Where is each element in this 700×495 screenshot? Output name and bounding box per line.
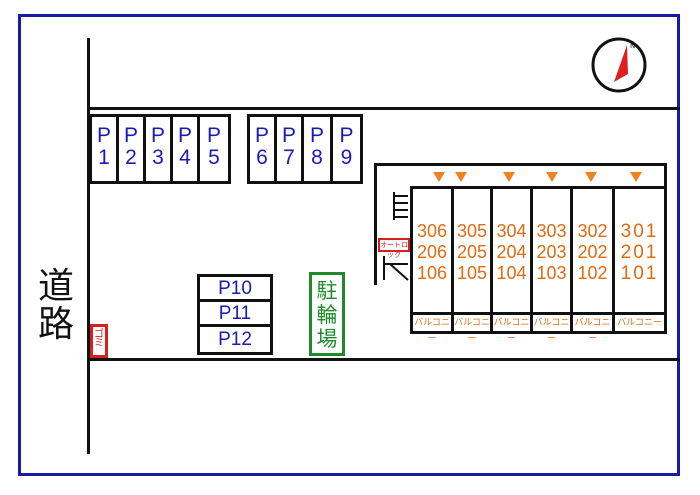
bike-label-char-2: 輪 (316, 303, 338, 327)
north-compass-icon: N (591, 37, 647, 93)
unit-numbers: 306 206 106 (413, 221, 451, 284)
parking-p1-p: P (96, 124, 111, 147)
parking-space-p12: P12 (197, 324, 273, 355)
bike-label-char-1: 駐 (316, 279, 338, 303)
site-top-boundary (87, 107, 680, 110)
balcony: バルコニー (612, 312, 667, 334)
parking-p8-p: P (309, 124, 324, 147)
parking-p2-p: P (123, 124, 138, 147)
balcony: バルコニー (530, 312, 573, 344)
unit-203: 203 (536, 242, 567, 262)
unit-numbers: 302 202 102 (573, 221, 612, 284)
parking-p9-p: P (339, 124, 354, 147)
parking-space-p10: P10 (197, 274, 273, 302)
unit-numbers: 303 203 103 (533, 221, 570, 284)
unit-303: 303 (536, 221, 567, 241)
building-left-wall (374, 163, 377, 285)
unit-305: 305 (456, 221, 488, 241)
road-label-char-1: 道 (37, 266, 74, 307)
unit-numbers: 301 201 101 (615, 221, 664, 284)
unit-numbers: 305 205 105 (454, 221, 490, 284)
entrance-marker-304 (503, 172, 515, 182)
unit-103: 103 (536, 263, 567, 283)
entrance-marker-301 (630, 172, 642, 182)
bike-label-char-3: 場 (316, 327, 338, 351)
parking-p4-n: 4 (179, 146, 191, 169)
parking-p8-n: 8 (311, 146, 323, 169)
unit-206: 206 (416, 242, 448, 262)
autolock-entrance: オートロック (378, 238, 410, 259)
parking-p3-p: P (150, 124, 165, 147)
unit-306: 306 (416, 221, 448, 241)
building-top-wall (374, 163, 667, 166)
unit-202: 202 (577, 242, 608, 262)
site-bottom-boundary (87, 358, 680, 361)
road-edge-line (87, 38, 90, 454)
unit-105: 105 (456, 263, 488, 283)
entrance-marker-306 (433, 172, 445, 182)
parking-p6-p: P (254, 124, 269, 147)
balcony: バルコニー (410, 312, 454, 344)
parking-p9-n: 9 (340, 146, 353, 169)
parking-p7-p: P (281, 124, 296, 147)
parking-p5-p: P (206, 124, 221, 147)
unit-101: 101 (620, 263, 659, 284)
unit-numbers: 304 204 104 (493, 221, 530, 284)
bicycle-parking: 駐 輪 場 (309, 272, 345, 356)
unit-302: 302 (577, 221, 608, 241)
unit-301: 301 (620, 221, 659, 242)
unit-column-305: 305 205 105 バルコニー (451, 186, 493, 344)
building-right-wall (664, 163, 667, 188)
unit-column-302: 302 202 102 バルコニー (570, 186, 615, 344)
parking-p7-n: 7 (283, 146, 295, 169)
unit-column-304: 304 204 104 バルコニー (490, 186, 533, 344)
stairs-icon (383, 192, 409, 281)
entrance-marker-302 (585, 172, 597, 182)
road-label-char-2: 路 (37, 304, 74, 345)
balcony: バルコニー (490, 312, 533, 344)
parking-p1-n: 1 (98, 146, 110, 169)
parking-p2-n: 2 (125, 146, 137, 169)
unit-205: 205 (456, 242, 488, 262)
entrance-marker-303 (546, 172, 558, 182)
parking-space-p11: P11 (197, 299, 273, 327)
road-label: 道 路 (30, 268, 82, 344)
unit-102: 102 (577, 263, 608, 283)
unit-column-306: 306 206 106 バルコニー (410, 186, 454, 344)
entrance-marker-305 (455, 172, 467, 182)
unit-106: 106 (416, 263, 448, 283)
unit-104: 104 (496, 263, 527, 283)
unit-304: 304 (496, 221, 527, 241)
unit-201: 201 (620, 242, 659, 263)
parking-p4-p: P (177, 124, 192, 147)
parking-p3-n: 3 (152, 146, 164, 169)
map-frame (18, 14, 680, 476)
unit-column-301: 301 201 101 バルコニー (612, 186, 667, 334)
compass-north-label: N (630, 42, 635, 50)
parking-p5-n: 5 (208, 146, 220, 169)
garbage-station: ゴミ (90, 324, 108, 358)
unit-column-303: 303 203 103 バルコニー (530, 186, 573, 344)
balcony: バルコニー (451, 312, 493, 344)
parking-p6-n: 6 (256, 146, 268, 169)
unit-204: 204 (496, 242, 527, 262)
balcony: バルコニー (570, 312, 615, 344)
